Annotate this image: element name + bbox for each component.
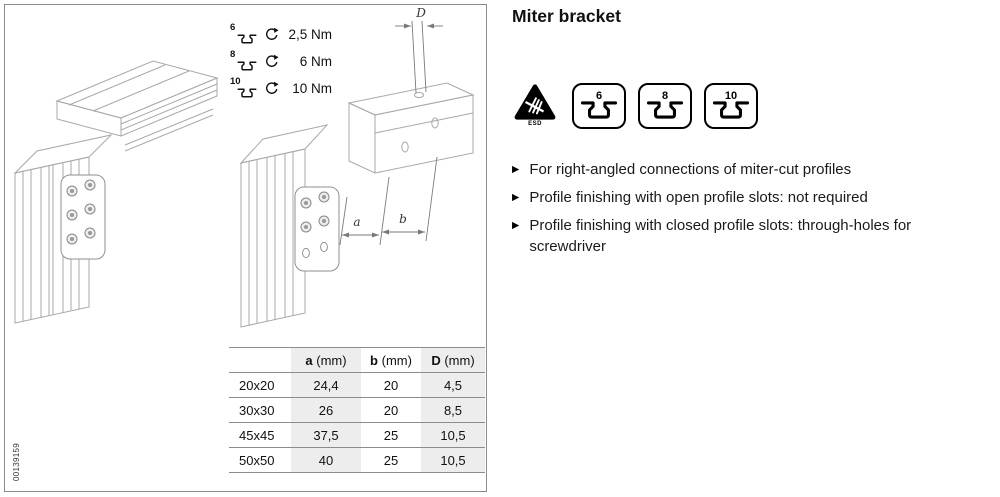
table-row: 45x45 37,5 25 10,5 [229,422,485,448]
torque-value: 10 Nm [292,81,332,96]
size-cell: 50x50 [239,452,275,468]
slot-size-label: 10 [230,75,241,87]
header-key: b [370,352,378,368]
bullet-triangle-icon: ▶ [512,164,520,175]
a-cell: 37,5 [291,422,361,448]
d-cell: 10,5 [421,447,485,473]
through-hole [401,141,409,153]
page-title: Miter bracket [512,6,621,26]
slot-size-label: 10 [724,90,738,102]
table-header-blank [229,348,291,373]
slot-glyph-icon [580,101,618,119]
torque-row-8: 8 6 Nm [230,48,332,75]
torque-arrow-icon [266,54,279,67]
hole-opening [414,91,424,99]
feature-text: For right-angled connections of miter-cu… [529,161,852,178]
size-cell: 45x45 [239,427,275,443]
torque-value: 6 Nm [299,54,332,69]
dim-label-d: D [415,6,426,20]
slot-size-label: 6 [230,21,236,33]
profile-slot-6-icon: 6 [230,21,259,47]
b-cell: 20 [383,402,399,418]
dimensions-table: a (mm) b (mm) D (mm) 20x20 24,4 20 4,5 3… [229,347,485,473]
size-cell: 20x20 [239,377,275,393]
feature-list: ▶ For right-angled connections of miter-… [512,159,984,257]
profile-slot-8-icon: 8 [230,48,259,74]
right-horizontal-profile [347,82,475,174]
slot-glyph-icon [712,101,750,119]
slot-size-label: 8 [230,48,236,60]
figure-panel: D a b 6 2,5 Nm 8 [4,4,487,492]
table-row: 20x20 24,4 20 4,5 [229,372,485,398]
slot-glyph-icon [237,61,257,70]
a-cell: 24,4 [291,372,361,398]
d-cell: 10,5 [421,422,485,448]
b-cell: 25 [383,427,399,443]
torque-arrow-icon [266,81,279,94]
d-cell: 8,5 [421,397,485,423]
list-item: ▶ Profile finishing with open profile sl… [512,187,984,208]
slot-size-label: 6 [595,90,603,102]
header-key: D [431,352,441,368]
b-cell: 20 [383,377,399,393]
a-cell: 40 [291,447,361,473]
a-cell: 26 [291,397,361,423]
screwdriver-hole [320,241,328,253]
esd-triangle-icon [514,84,556,120]
profile-slot-8-badge: 8 [638,83,692,129]
torque-row-6: 6 2,5 Nm [230,21,332,48]
left-bracket [60,174,106,260]
header-unit: (mm) [381,352,412,368]
dim-label-a: a [353,215,360,229]
right-vertical-profile [239,124,329,328]
through-hole [431,117,439,129]
slot-glyph-icon [237,34,257,43]
table-header-row: a (mm) b (mm) D (mm) [229,347,485,373]
bullet-triangle-icon: ▶ [512,192,520,203]
feature-text: Profile finishing with closed profile sl… [529,217,912,255]
table-header-b: b (mm) [361,348,421,373]
profile-slot-6-badge: 6 [572,83,626,129]
miter-bracket-drawing: D a b [13,6,475,328]
size-cell: 30x30 [239,402,275,418]
left-horizontal-profile [55,60,219,152]
product-description: Miter bracket ESD 6 8 [512,6,984,264]
table-header-a: a (mm) [291,347,361,373]
profile-slot-10-badge: 10 [704,83,758,129]
esd-label: ESD [528,121,542,127]
header-unit: (mm) [444,352,475,368]
slot-glyph-icon [646,101,684,119]
table-row: 30x30 26 20 8,5 [229,397,485,423]
torque-value: 2,5 Nm [288,27,332,42]
header-key: a [305,352,313,368]
header-unit: (mm) [316,352,347,368]
screwdriver-hole [302,247,310,259]
slot-size-label: 8 [661,90,669,102]
torque-legend: 6 2,5 Nm 8 6 Nm [230,21,332,102]
profile-slot-10-icon: 10 [230,75,259,101]
slot-glyph-icon [237,88,257,97]
capability-icons: ESD 6 8 10 [512,83,984,135]
dim-label-b: b [399,212,407,226]
figure-id: 00139159 [12,443,21,481]
d-cell: 4,5 [421,372,485,398]
torque-arrow-icon [266,27,279,40]
right-bracket [294,186,340,272]
list-item: ▶ For right-angled connections of miter-… [512,159,984,180]
table-header-d: D (mm) [421,347,485,373]
table-row: 50x50 40 25 10,5 [229,447,485,473]
dimension-arrowheads [342,23,434,238]
b-cell: 25 [383,452,399,468]
list-item: ▶ Profile finishing with closed profile … [512,215,984,257]
dimension-lines [339,20,443,246]
feature-text: Profile finishing with open profile slot… [529,189,868,206]
torque-row-10: 10 10 Nm [230,75,332,102]
esd-icon: ESD [512,83,558,127]
bullet-triangle-icon: ▶ [512,220,520,231]
